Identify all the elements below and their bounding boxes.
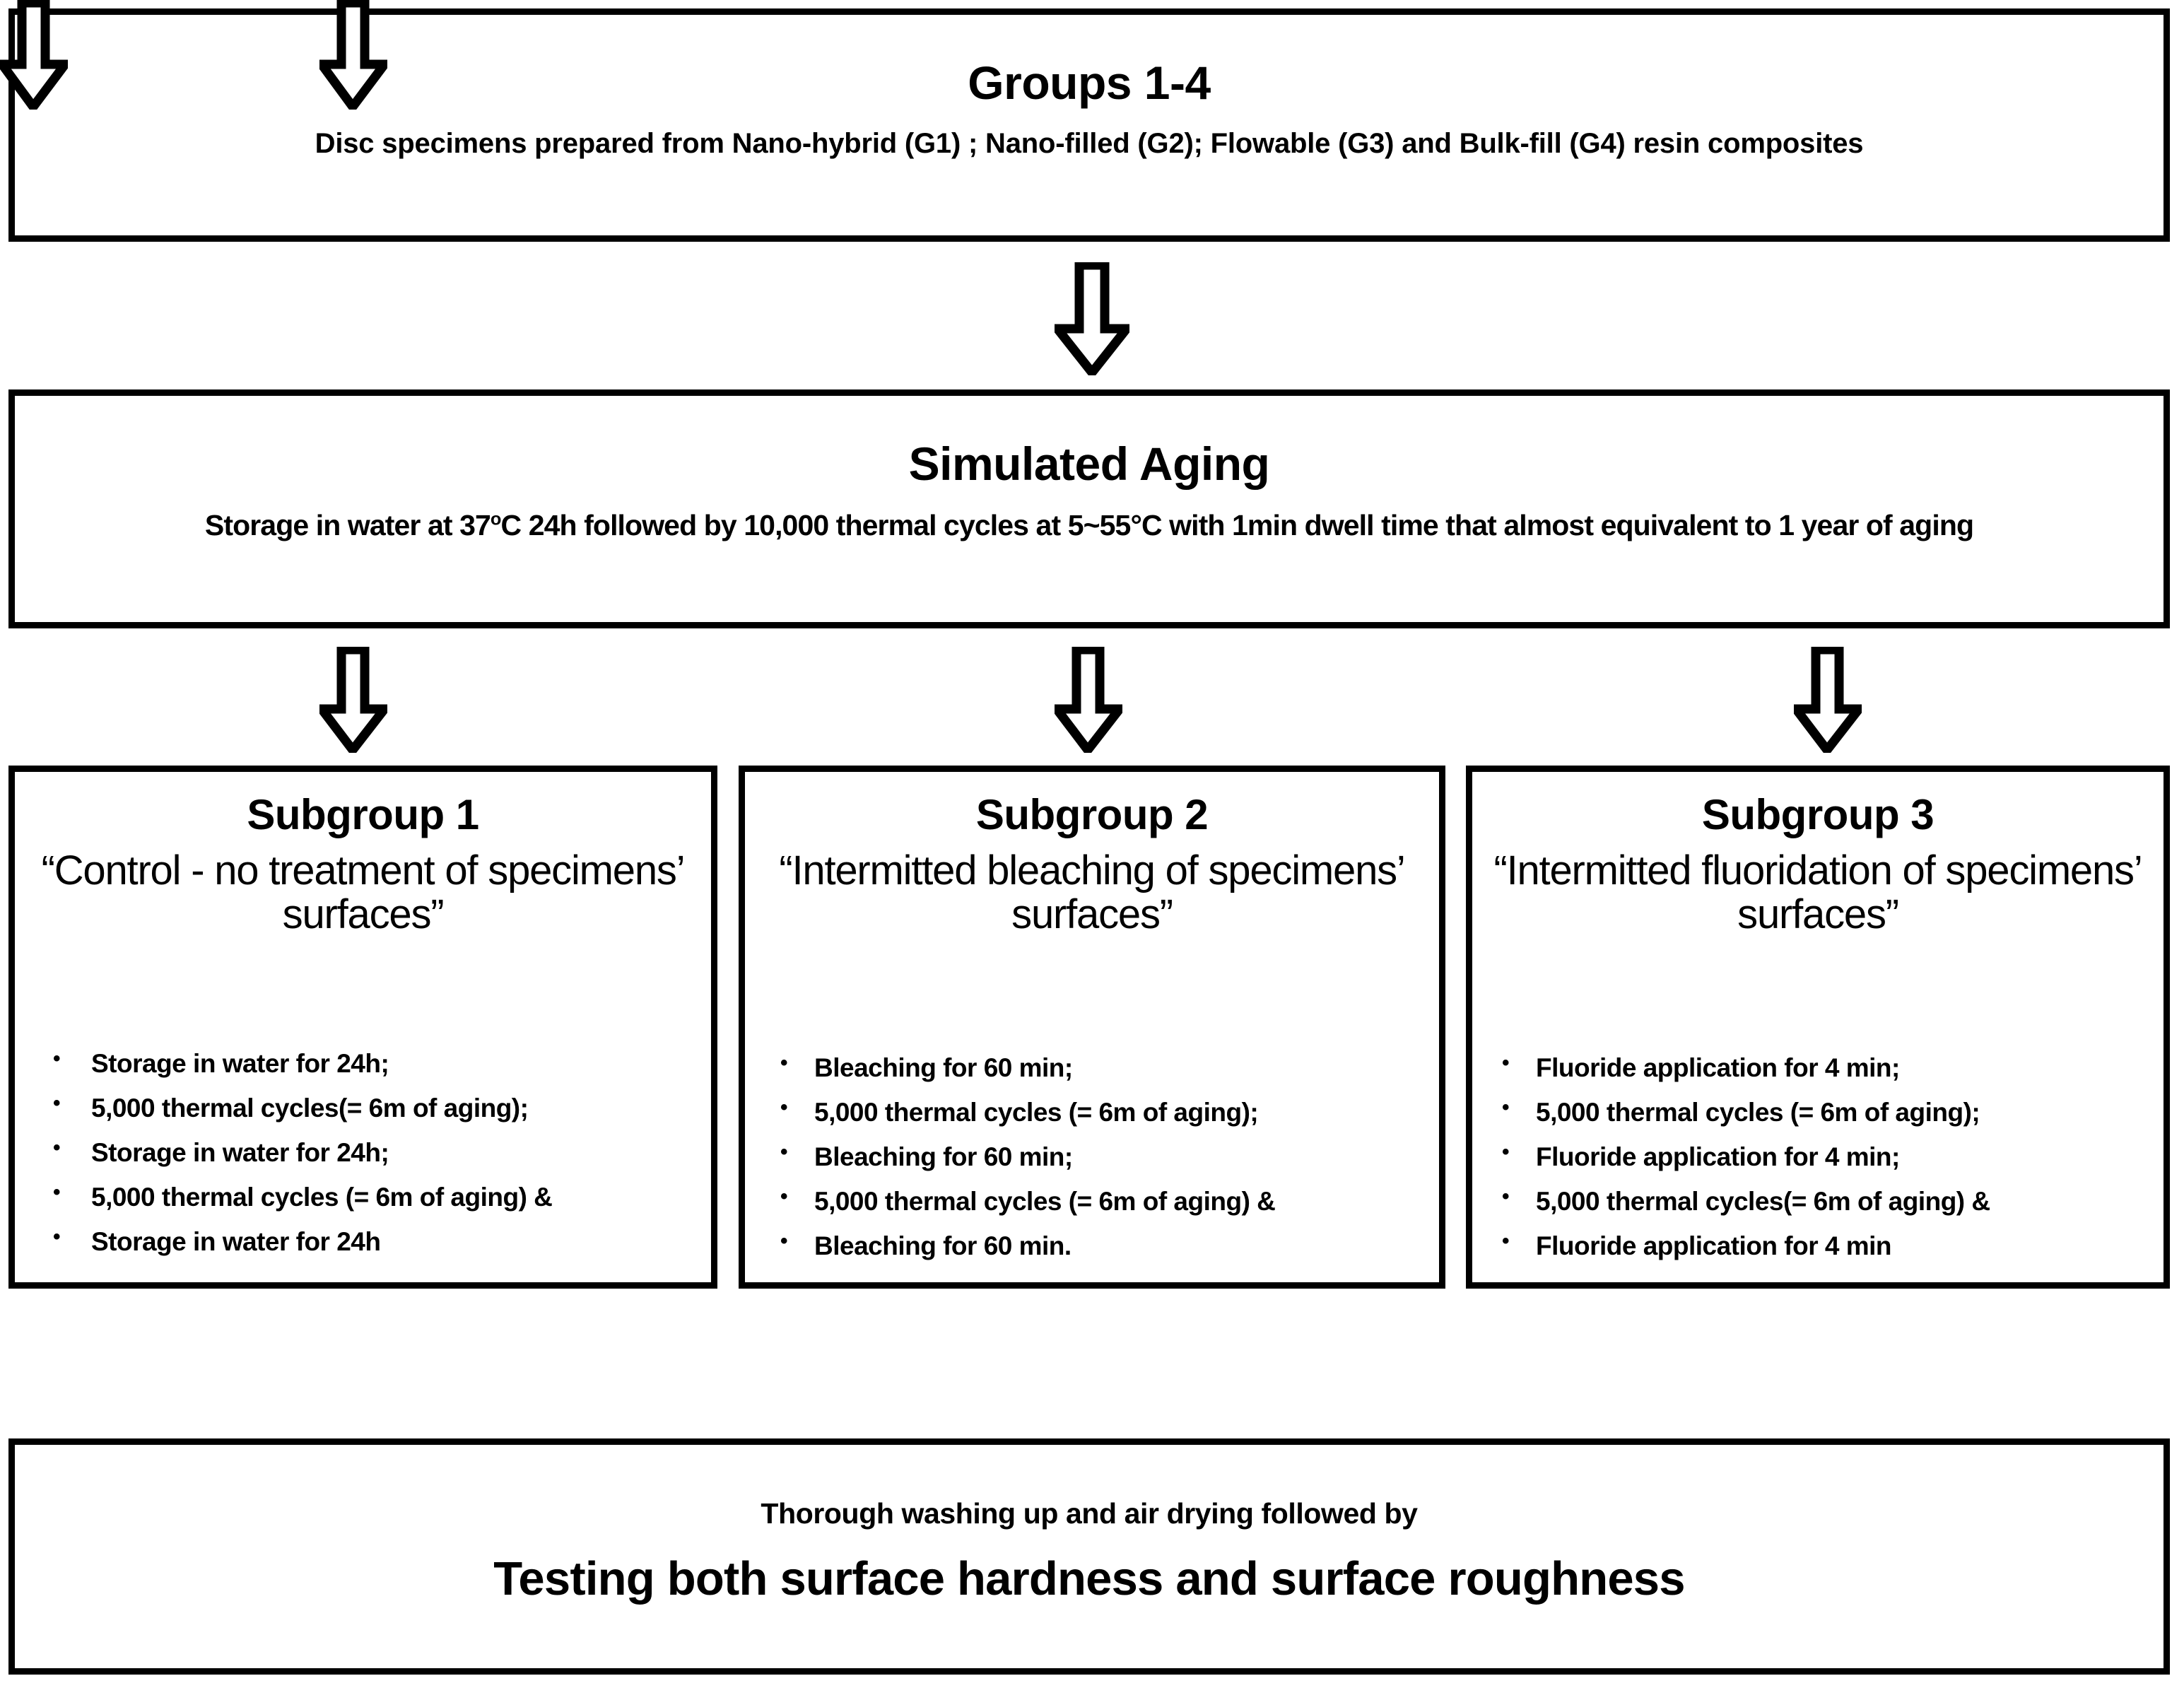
subgroup-3-quote: “Intermitted fluoridation of specimens’ … [1493,848,2142,938]
list-item: Storage in water for 24h; [15,1048,711,1077]
subgroup-2-box: Subgroup 2 “Intermitted bleaching of spe… [739,766,1445,1289]
subgroup-2-title: Subgroup 2 [975,791,1209,838]
list-item: Bleaching for 60 min. [745,1231,1439,1259]
list-item: 5,000 thermal cycles (= 6m of aging) & [15,1182,711,1210]
down-arrow-icon-sg1 [319,647,387,753]
aging-subtitle: Storage in water at 37oC 24h followed by… [15,509,2164,542]
subgroup-2-steps: Bleaching for 60 min; 5,000 thermal cycl… [745,1053,1439,1277]
list-item: Bleaching for 60 min; [745,1142,1439,1170]
list-item: 5,000 thermal cycles (= 6m of aging); [745,1097,1439,1125]
list-item: Fluoride application for 4 min; [1472,1053,2164,1081]
subgroup-3-box: Subgroup 3 “Intermitted fluoridation of … [1466,766,2170,1289]
aging-title: Simulated Aging [908,438,1270,490]
testing-line2: Testing both surface hardness and surfac… [493,1552,1685,1605]
list-item: Fluoride application for 4 min [1472,1231,2164,1259]
list-item: 5,000 thermal cycles (= 6m of aging) & [745,1186,1439,1214]
degree-superscript: o [490,509,502,529]
list-item: 5,000 thermal cycles(= 6m of aging) & [1472,1186,2164,1214]
subgroup-1-steps: Storage in water for 24h; 5,000 thermal … [15,1048,711,1273]
list-item: Storage in water for 24h; [15,1137,711,1166]
aging-subtitle-part1: Storage in water at 37 [204,509,491,541]
list-item: 5,000 thermal cycles(= 6m of aging); [15,1093,711,1121]
subgroup-1-box: Subgroup 1 “Control - no treatment of sp… [8,766,717,1289]
subgroup-2-quote: “Intermitted bleaching of specimens’ sur… [779,848,1405,938]
subgroup-3-title: Subgroup 3 [1701,791,1935,838]
down-arrow-icon-sg2 [1055,647,1122,753]
down-arrow-icon-testing-3 [0,0,68,110]
testing-box: Thorough washing up and air drying follo… [8,1438,2170,1675]
down-arrow-icon-sg3 [1794,647,1862,753]
subgroup-3-steps: Fluoride application for 4 min; 5,000 th… [1472,1053,2164,1277]
testing-line1: Thorough washing up and air drying follo… [761,1497,1418,1530]
simulated-aging-box: Simulated Aging Storage in water at 37oC… [8,389,2170,628]
list-item: Bleaching for 60 min; [745,1053,1439,1081]
groups-subtitle: Disc specimens prepared from Nano-hybrid… [315,128,1864,159]
aging-subtitle-part2: C 24h followed by 10,000 thermal cycles … [500,509,1974,541]
list-item: 5,000 thermal cycles (= 6m of aging); [1472,1097,2164,1125]
list-item: Fluoride application for 4 min; [1472,1142,2164,1170]
subgroup-1-quote: “Control - no treatment of specimens’ su… [41,848,686,938]
down-arrow-icon-main [1055,262,1129,375]
groups-title: Groups 1-4 [968,57,1211,109]
down-arrow-icon-testing-1 [319,0,387,110]
list-item: Storage in water for 24h [15,1226,711,1255]
subgroup-1-title: Subgroup 1 [247,791,479,838]
